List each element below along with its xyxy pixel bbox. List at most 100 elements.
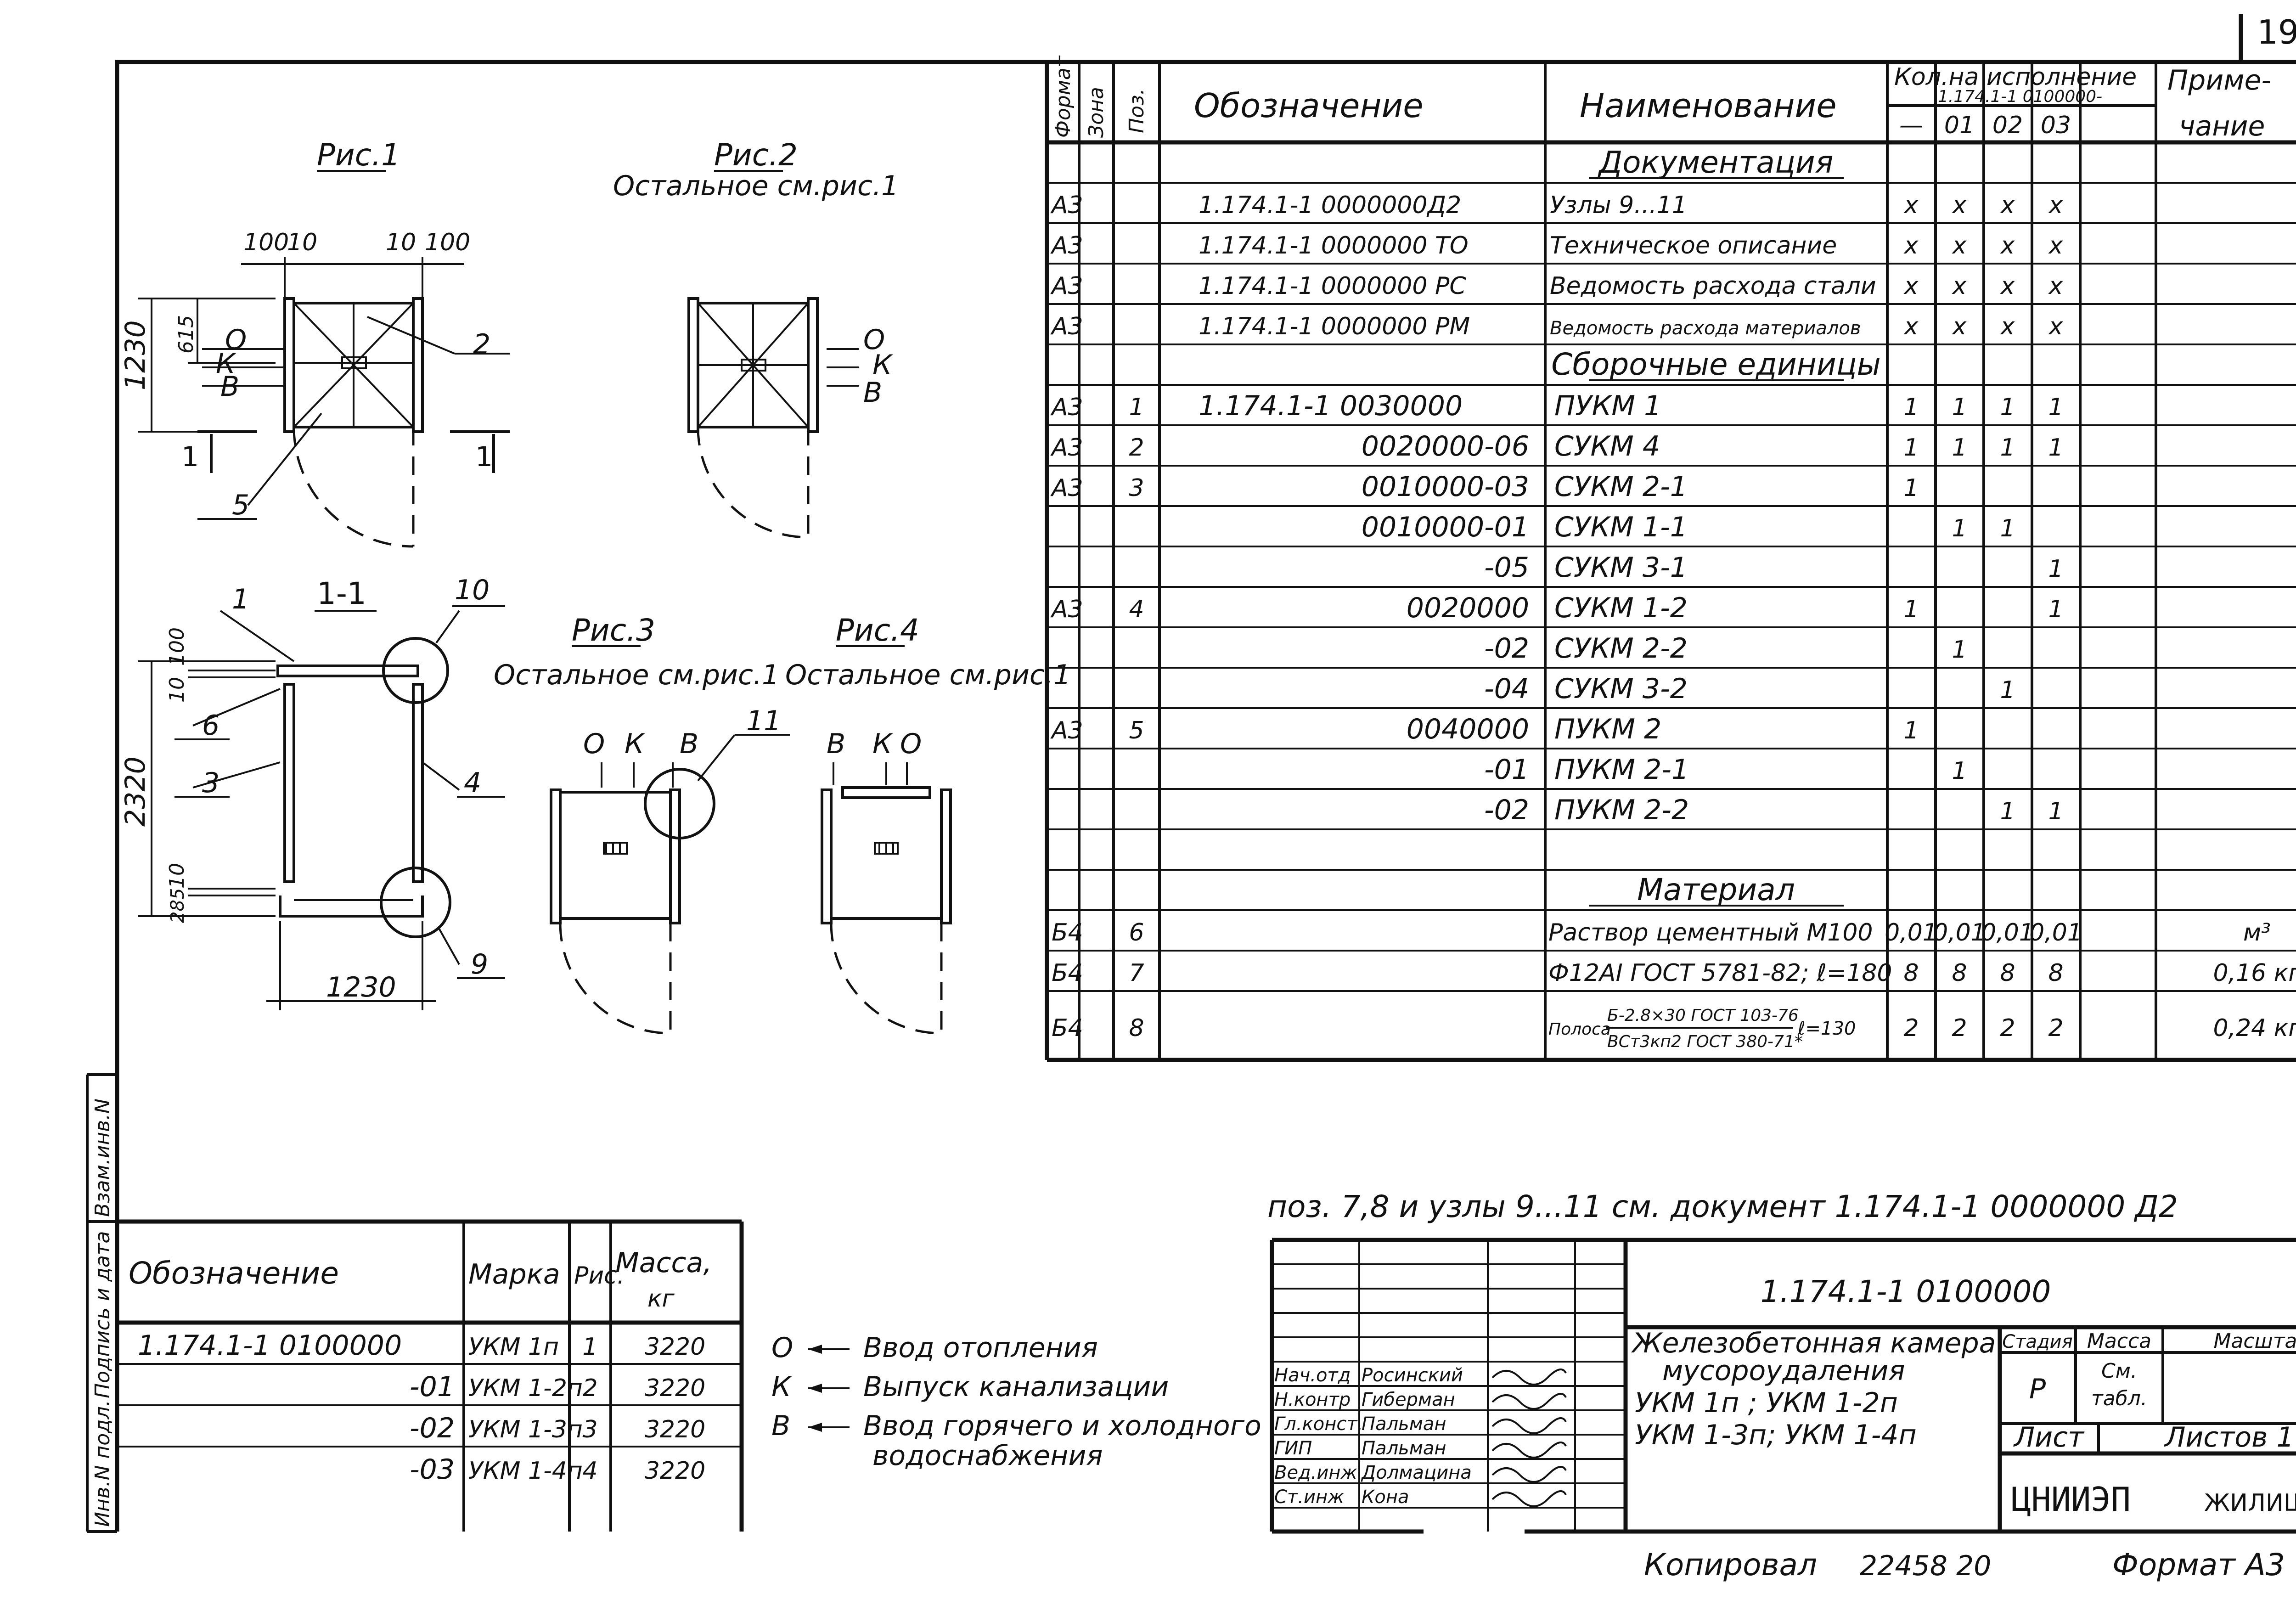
spec-asm-designation: -02: [1484, 632, 1529, 665]
var-row-fig: 4: [582, 1457, 597, 1485]
spec-mat-name: Раствор цементный М100: [1548, 919, 1873, 946]
spec-doc-qty: х: [2048, 272, 2064, 300]
tb-staff-role: Вед.инж: [1274, 1462, 1357, 1483]
callout-10: 10: [455, 574, 490, 606]
callout-6: 6: [202, 710, 219, 742]
approval-stamp: Инв.N подл. Подпись и дата Взам.инв.N: [86, 1073, 117, 1533]
spec-mat-qty: 0,01: [2029, 919, 2082, 946]
spec-asm-qty: 1: [1903, 596, 1919, 623]
legend-text-v: Ввод горячего и холодного: [863, 1410, 1261, 1442]
var-row-designation: 1.174.1-1 0100000: [138, 1329, 402, 1362]
spec-mat-qty: 8: [1903, 959, 1919, 987]
spec-header-qty-sub: 1.174.1-1 0100000-: [1938, 87, 2102, 106]
spec-asm-qty: 1: [2048, 555, 2063, 583]
footer-format: Формат А3: [2112, 1547, 2285, 1583]
callout-1: 1: [232, 583, 249, 615]
footer-copied: Копировал: [1644, 1547, 1817, 1583]
spec-header-pos: Поз.: [1125, 89, 1148, 133]
var-row-mass: 3220: [645, 1416, 705, 1443]
spec-doc-qty: х: [1952, 191, 1967, 219]
fig3-letter-k: К: [625, 728, 645, 760]
spec-asm-format: А3: [1050, 717, 1083, 744]
stamp-signature-date: Подпись и дата: [91, 1231, 114, 1398]
tb-staff-name: Пальман: [1362, 1414, 1446, 1435]
spec-doc-qty: х: [1952, 232, 1967, 259]
tb-staff-role: Ст.инж: [1274, 1487, 1344, 1508]
spec-mat-qty: 0,01: [1933, 919, 1986, 946]
spec-asm-name: СУКМ 3-2: [1554, 673, 1688, 705]
spec-doc-qty: х: [1903, 232, 1919, 259]
spec-asm-qty: 1: [1952, 636, 1967, 664]
signature-icon: [1491, 1393, 1567, 1410]
fig2-label: Рис.2: [714, 137, 798, 173]
spec-mat-qty: 0,01: [1981, 919, 2034, 946]
dim-1230-vertical: 1230: [119, 320, 152, 390]
spec-mat-qty: 2: [2048, 1014, 2063, 1042]
fig1-label: Рис.1: [317, 137, 400, 173]
spec-doc-designation: 1.174.1-1 0000000 ТО: [1199, 232, 1469, 259]
spec-asm-name: СУКМ 1-2: [1554, 592, 1688, 624]
spec-asm-designation: -05: [1484, 552, 1529, 584]
var-header-mass-2: кг: [647, 1285, 675, 1312]
fig4-letter-k: К: [872, 728, 893, 760]
spec-mat-pos: 8: [1129, 1014, 1144, 1042]
spec-header-zone: Зона: [1085, 87, 1108, 138]
spec-asm-qty: 1: [2048, 434, 2063, 462]
spec-doc-qty: х: [2000, 191, 2015, 219]
tb-staff-role: Гл.конст.: [1274, 1414, 1363, 1435]
spec-asm-designation: -04: [1484, 673, 1529, 705]
stamp-replace-inv: Взам.инв.N: [91, 1098, 114, 1217]
spec-doc-qty: х: [2048, 232, 2064, 259]
var-row-designation: -01: [410, 1371, 455, 1403]
fig3-letter-o: О: [583, 728, 605, 760]
tb-sheet-label: Лист: [2013, 1421, 2085, 1453]
tb-mass-2: табл.: [2091, 1387, 2147, 1410]
var-row-fig: 2: [582, 1374, 597, 1402]
spec-asm-qty: 1: [2000, 434, 2015, 462]
spec-header-name: Наименование: [1580, 86, 1837, 125]
spec-asm-name: СУКМ 2-2: [1554, 632, 1688, 665]
spec-asm-designation: 0040000: [1407, 713, 1529, 745]
spec-doc-format: А3: [1050, 232, 1083, 259]
spec-asm-qty: 1: [1952, 434, 1967, 462]
fig4-subtitle: Остальное см.рис.1: [785, 659, 1071, 691]
dim-10-d: 10: [165, 863, 189, 889]
spec-header-note-1: Приме-: [2167, 64, 2271, 96]
spec-header-qty: Кол.на исполнение: [1894, 63, 2137, 91]
section-label: 1-1: [317, 576, 366, 611]
sheet-frame: [115, 60, 2296, 1532]
callout-2: 2: [473, 328, 490, 360]
page-number: 19: [2257, 13, 2296, 51]
section-documentation: Документация: [1598, 145, 1834, 180]
spec-asm-qty: 1: [2000, 798, 2015, 825]
spec-asm-qty: 1: [1903, 474, 1919, 502]
drawings: Рис.1 10: [119, 137, 1071, 1035]
fig3-letter-v: В: [680, 728, 698, 760]
svg-text:1: 1: [475, 441, 493, 473]
spec-asm-format: А3: [1050, 474, 1083, 502]
fig4-letter-v: В: [827, 728, 845, 760]
spec-variant-02: 02: [1992, 112, 2023, 139]
spec-doc-qty: х: [2000, 232, 2015, 259]
svg-text:1: 1: [181, 441, 199, 473]
spec-mat-qty: 2: [2000, 1014, 2015, 1042]
dim-1230-horizontal: 1230: [326, 971, 396, 1003]
tb-code: 1.174.1-1 0100000: [1761, 1274, 2051, 1309]
spec-mat-name: Ф12АI ГОСТ 5781-82; ℓ=180: [1548, 959, 1892, 987]
signature-icon: [1491, 1369, 1567, 1385]
spec-mat-name-suffix: ℓ=130: [1797, 1018, 1856, 1039]
spec-mat-note: 0,16 кг: [2213, 959, 2296, 987]
tb-org-1: ЦНИИЭП: [2011, 1480, 2131, 1519]
spec-mat-name-top: Б-2.8×30 ГОСТ 103-76: [1607, 1006, 1799, 1025]
dim-615: 615: [174, 315, 198, 354]
spec-doc-format: А3: [1050, 272, 1083, 300]
dim-10-c: 10: [165, 677, 189, 703]
dim-2320: 2320: [119, 756, 152, 827]
spec-asm-pos: 5: [1129, 717, 1144, 744]
signature-icon: [1491, 1442, 1567, 1459]
legend-text-k: Выпуск канализации: [863, 1371, 1169, 1403]
fig2-letter-o: О: [863, 324, 885, 356]
var-row-fig: 1: [582, 1333, 597, 1361]
